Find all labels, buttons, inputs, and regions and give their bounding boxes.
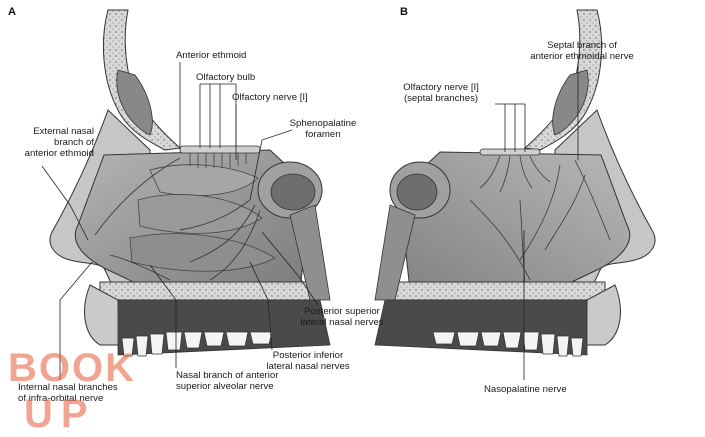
label-sphenopalatine-line1: Sphenopalatine: [289, 118, 357, 129]
label-septal-branch-line2: anterior ethmoidal nerve: [530, 51, 634, 62]
olfactory-filaments-a: [189, 153, 247, 168]
label-olfactory-nerve: Olfactory nerve [I]: [232, 92, 308, 103]
upper-lip-b: [584, 284, 621, 346]
label-internal-nasal-branches: Internal nasal branches of infra-orbital…: [18, 382, 118, 404]
watermark-top: BOOK: [8, 346, 136, 390]
leader-lines: [41, 62, 579, 380]
label-external-nasal-line3: anterior ethmoid: [24, 148, 94, 159]
panel-label-a: A: [8, 6, 16, 18]
hard-palate-a: [99, 281, 319, 301]
label-posterior-inferior-lateral-nasal: Posterior inferior lateral nasal nerves: [258, 350, 358, 372]
label-posterior-inferior-line2: lateral nasal nerves: [266, 361, 350, 372]
label-posterior-superior-line1: Posterior superior: [304, 306, 380, 317]
panel-label-b: B: [400, 6, 408, 18]
label-internal-nasal-line1: Internal nasal branches: [18, 382, 118, 393]
label-external-nasal-branch: External nasal branch of anterior ethmoi…: [14, 126, 94, 159]
label-sphenopalatine-line2: foramen: [305, 129, 341, 140]
label-nasopalatine-nerve: Nasopalatine nerve: [484, 384, 567, 395]
upper-teeth-b: [432, 331, 584, 357]
label-internal-nasal-line2: of infra-orbital nerve: [18, 393, 104, 404]
label-sphenopalatine-foramen: Sphenopalatine foramen: [288, 118, 358, 140]
frontal-sinus-a: [116, 69, 153, 136]
watermark-bottom: UP: [24, 392, 96, 433]
panel-b-illustration: [374, 9, 656, 357]
label-olfactory-septal-line1: Olfactory nerve [I]: [403, 82, 479, 93]
frontal-sinus-b: [552, 69, 589, 136]
middle-concha-a: [137, 194, 263, 234]
label-posterior-superior-line2: lateral nasal nerves: [300, 317, 384, 328]
label-nasal-branch-line2: superior alveolar nerve: [176, 381, 274, 392]
label-septal-branch-line1: Septal branch of: [547, 40, 617, 51]
inferior-concha-a: [129, 233, 276, 272]
label-nasal-branch-line1: Nasal branch of anterior: [176, 370, 279, 381]
hard-palate-b: [387, 281, 606, 301]
oral-cavity-b: [374, 299, 588, 356]
upper-teeth-a: [121, 331, 273, 357]
posterior-wall-a: [289, 204, 331, 301]
watermark-logo: BOOK UP: [8, 346, 136, 433]
posterior-wall-b: [374, 204, 416, 301]
label-septal-branch: Septal branch of anterior ethmoidal nerv…: [522, 40, 642, 62]
panel-a-illustration: [49, 9, 331, 357]
label-anterior-ethmoid: Anterior ethmoid: [176, 50, 247, 61]
label-olfactory-septal-line2: (septal branches): [403, 93, 479, 104]
label-posterior-superior-lateral-nasal: Posterior superior lateral nasal nerves: [292, 306, 392, 328]
label-olfactory-septal: Olfactory nerve [I] (septal branches): [386, 82, 496, 104]
label-external-nasal-line1: External nasal: [33, 126, 94, 137]
frontal-bone-a: [102, 9, 182, 151]
cribriform-plate-b: [479, 148, 541, 156]
upper-lip-a: [84, 284, 121, 346]
label-nasal-branch-asa: Nasal branch of anterior superior alveol…: [176, 370, 278, 392]
label-external-nasal-line2: branch of: [53, 137, 94, 148]
nerve-branches-a: [94, 157, 261, 281]
label-olfactory-bulb: Olfactory bulb: [196, 72, 256, 83]
label-posterior-inferior-line1: Posterior inferior: [272, 350, 344, 361]
